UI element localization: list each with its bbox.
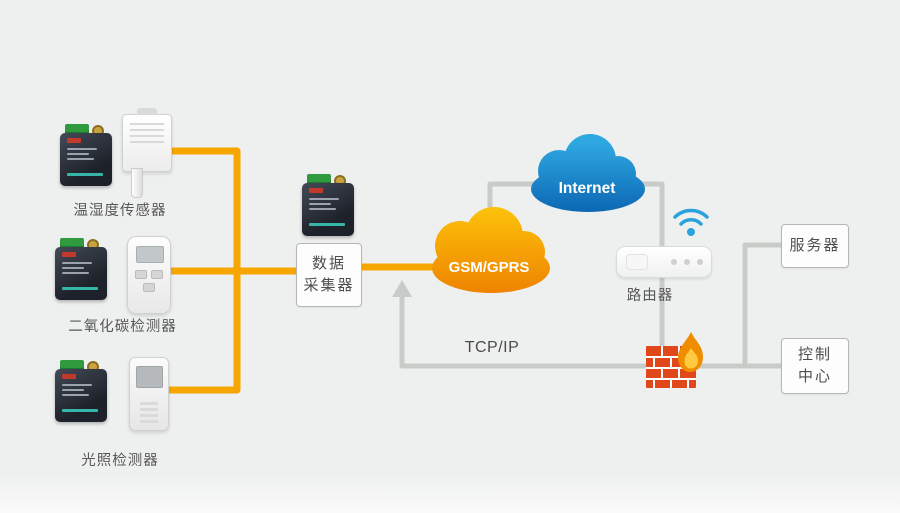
panel-line (62, 272, 89, 274)
panel-line (67, 173, 103, 176)
brand-badge (309, 188, 323, 193)
co2-detector-icon (127, 236, 171, 314)
brand-badge (62, 252, 76, 257)
panel-line (62, 409, 98, 412)
terminal-block-icon (60, 238, 84, 249)
router-panel (626, 254, 648, 270)
router-led (697, 259, 703, 265)
gray-connector-tcpip (399, 291, 655, 369)
data-collector-label-line1: 数据 (311, 255, 346, 273)
brand-badge (67, 138, 81, 143)
panel-line (62, 389, 84, 391)
panel-line (62, 394, 89, 396)
panel-line (67, 153, 89, 155)
flame-inner (684, 348, 698, 369)
panel-line (309, 208, 336, 210)
panel-line (67, 158, 94, 160)
sensor-probe (131, 168, 143, 198)
terminal-block-icon (60, 360, 84, 371)
sensor-button (151, 270, 163, 279)
label-temp-humidity-sensor: 温湿度传感器 (73, 203, 167, 219)
panel-line (62, 262, 92, 264)
control-center-label-line1: 控制 (797, 346, 832, 364)
server-box: 服务器 (781, 224, 849, 268)
panel-line (309, 198, 339, 200)
terminal-block-icon (65, 124, 89, 135)
sensor-cap (137, 108, 157, 115)
control-center-box: 控制 中心 (781, 338, 849, 394)
dtu-device-icon-collector (302, 174, 354, 236)
internet-cloud-label: Internet (559, 180, 616, 197)
temp-humidity-sensor-icon (122, 108, 172, 198)
router-icon (616, 246, 712, 278)
sensor-vent (130, 123, 164, 147)
sensor-screen (136, 366, 163, 388)
panel-line (67, 148, 97, 150)
label-tcpip: TCP/IP (464, 339, 520, 356)
panel-line (309, 203, 331, 205)
server-label: 服务器 (789, 237, 841, 255)
panel-line (62, 384, 92, 386)
router-led (671, 259, 677, 265)
sensor-button (143, 283, 155, 292)
panel-line (62, 287, 98, 290)
dtu-device-icon-3 (55, 360, 107, 422)
internet-cloud: Internet (531, 134, 645, 212)
control-center-label-line2: 中心 (797, 368, 832, 385)
gsm-cloud-label: GSM/GPRS (449, 259, 530, 276)
light-detector-icon (129, 357, 169, 431)
sensor-grip (140, 402, 158, 424)
dtu-body (302, 183, 354, 236)
panel-line (62, 267, 84, 269)
dtu-body (55, 369, 107, 422)
terminal-block-icon (307, 174, 331, 185)
dtu-device-icon-1 (60, 124, 112, 186)
sensor-screen (136, 246, 164, 263)
label-light-detector: 光照检测器 (81, 453, 159, 469)
gsm-cloud: GSM/GPRS (432, 207, 550, 293)
dtu-body (55, 247, 107, 300)
dtu-body (60, 133, 112, 186)
sensor-button (135, 270, 147, 279)
label-co2-detector: 二氧化碳检测器 (68, 319, 177, 335)
brand-badge (62, 374, 76, 379)
firewall-mortar-lines (646, 346, 696, 388)
gray-connector-right-bus-server (742, 242, 786, 369)
firewall-icon (646, 332, 703, 388)
data-collector-label-line2: 采集器 (303, 277, 355, 294)
data-collector-box: 数据 采集器 (296, 243, 362, 307)
panel-line (309, 223, 345, 226)
dtu-device-icon-2 (55, 238, 107, 300)
wifi-icon (673, 208, 709, 236)
label-router: 路由器 (626, 288, 674, 304)
router-led (684, 259, 690, 265)
arrow-up-icon (392, 280, 412, 297)
